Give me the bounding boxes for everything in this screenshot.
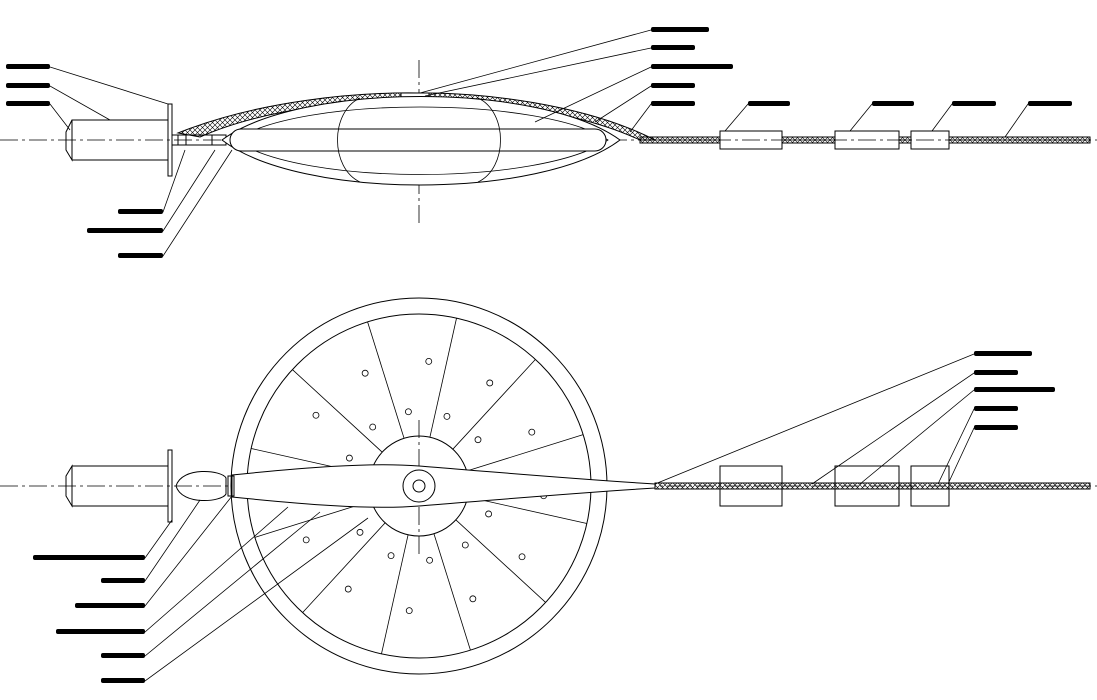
top-hub-bore (412, 479, 426, 493)
top-weight-1 (719, 465, 783, 507)
top-view-leaders (33, 353, 1055, 682)
vent-hole (528, 428, 536, 436)
top-coupling (175, 470, 227, 502)
callout-label (1028, 101, 1072, 106)
vent-hole (425, 357, 433, 365)
vent-hole (426, 556, 433, 564)
spoke (381, 534, 409, 654)
vent-hole (302, 536, 310, 544)
top-weight-3 (910, 465, 950, 507)
callout-label (75, 603, 145, 608)
top-view-labels (33, 351, 1055, 683)
callout-label (6, 64, 50, 69)
callout-label (101, 578, 145, 583)
spoke (467, 496, 587, 524)
callout-label (101, 653, 145, 658)
vent-hole (361, 369, 369, 377)
callout-label (6, 83, 50, 88)
spoke (433, 533, 471, 651)
side-view-labels (6, 27, 1072, 258)
callout-label (974, 370, 1018, 375)
callout-label (748, 101, 790, 106)
callout-label (651, 101, 695, 106)
vent-hole (486, 379, 494, 387)
spoke (455, 519, 546, 603)
side-central-shaft (229, 128, 607, 152)
vent-hole (469, 595, 477, 603)
callout-label (87, 228, 163, 233)
vent-hole (369, 423, 377, 431)
side-view (0, 60, 1097, 225)
vent-hole (405, 408, 412, 416)
vent-hole (518, 553, 526, 561)
vent-hole (461, 541, 469, 549)
spoke (466, 434, 584, 472)
spoke (292, 369, 383, 453)
top-view (0, 297, 1097, 675)
spoke (429, 318, 457, 438)
callout-label (872, 101, 914, 106)
top-blade (231, 464, 656, 508)
callout-label (974, 351, 1032, 356)
callout-label (974, 425, 1018, 430)
top-motor-housing (65, 449, 235, 523)
callout-label (974, 387, 1055, 392)
callout-label (651, 27, 709, 32)
callout-label (651, 83, 695, 88)
callout-label (101, 678, 145, 683)
vent-hole (312, 411, 320, 419)
vent-hole (387, 552, 395, 559)
vent-hole (356, 528, 364, 536)
vent-hole (443, 413, 451, 420)
spoke (367, 321, 405, 439)
vent-hole (485, 510, 492, 518)
callout-label (33, 555, 145, 560)
vent-hole (405, 607, 413, 615)
spoke (452, 359, 536, 450)
callout-label (651, 64, 733, 69)
callout-label (952, 101, 996, 106)
vent-hole (344, 585, 352, 593)
callout-label (6, 101, 50, 106)
callout-label (56, 629, 145, 634)
vent-hole (346, 454, 353, 462)
top-cable-segment (654, 482, 1091, 490)
callout-label (118, 209, 163, 214)
callout-label (118, 253, 163, 258)
callout-label (974, 406, 1018, 411)
callout-label (651, 45, 695, 50)
spoke (302, 522, 386, 613)
top-weight-2 (834, 465, 900, 507)
vent-hole (474, 436, 482, 444)
